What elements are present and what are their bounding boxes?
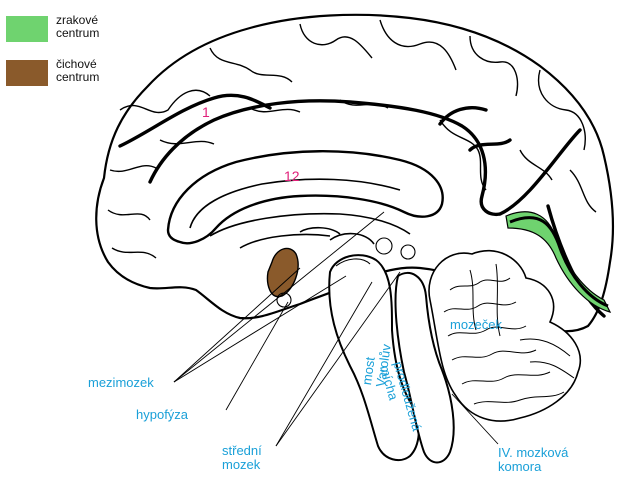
label-mezimozek: mezimozek <box>88 375 154 390</box>
inner-structures <box>166 150 444 249</box>
number-12: 12 <box>284 168 300 184</box>
legend-olfactory-swatch <box>6 60 48 86</box>
label-hypofyza: hypofýza <box>136 407 189 422</box>
cerebellum <box>428 249 582 422</box>
brainstem <box>328 254 455 464</box>
number-1: 1 <box>202 104 210 120</box>
cerebellum-folia <box>443 263 575 405</box>
main-sulci <box>118 93 606 318</box>
legend-visual-swatch <box>6 16 48 42</box>
legend-olfactory-label: čichové centrum <box>56 57 100 84</box>
label-mozecek: mozeček <box>450 317 503 332</box>
label-stredni-mozek: střední mozek <box>222 443 262 472</box>
legend-visual-label: zrakové centrum <box>56 13 100 40</box>
olfactory-center <box>266 247 299 298</box>
label-iv-mozkova-komora: IV. mozková komora <box>498 445 569 474</box>
leader-lines <box>173 211 499 447</box>
